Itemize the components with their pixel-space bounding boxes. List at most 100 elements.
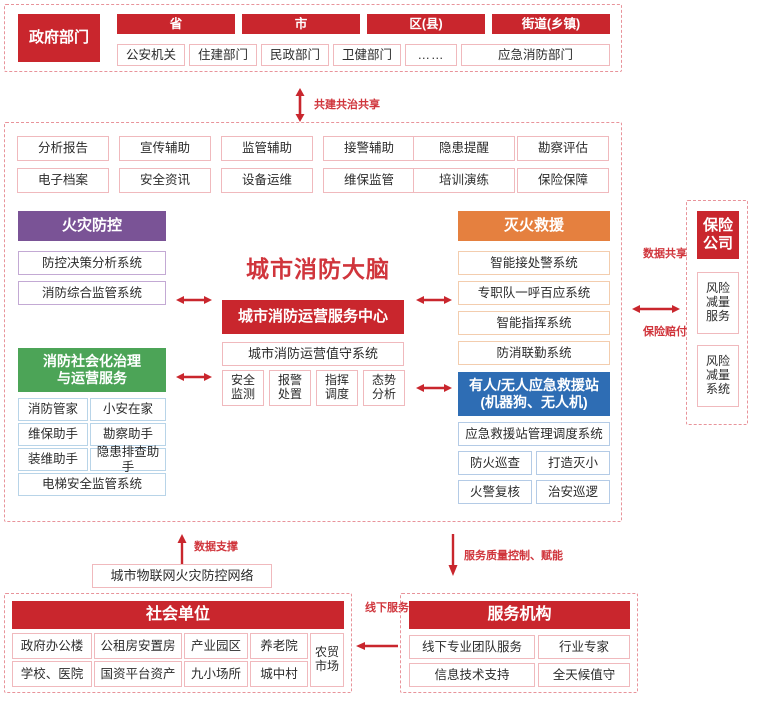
arrow-left-upper	[176, 296, 212, 304]
fire-fighting-header: 灭火救援	[458, 211, 610, 241]
social-governance-header-line1: 消防社会化治理	[43, 353, 141, 370]
label-payout-text: 保险赔付	[643, 326, 687, 338]
function-line1: 指挥	[324, 373, 349, 388]
capability-publicity-aid[interactable]: 宣传辅助	[119, 136, 211, 161]
gov-dept-civil-affairs[interactable]: 民政部门	[261, 44, 329, 66]
platform-section	[4, 122, 622, 522]
arrow-offline-service	[356, 642, 398, 650]
fire-fighting-item-joint-duty[interactable]: 防消联勤系统	[458, 341, 610, 365]
insurance-item-line3: 服务	[705, 308, 730, 323]
rescue-station-item-alarm-review[interactable]: 火警复核	[458, 480, 532, 504]
social-governance-item-maintenance-assistant[interactable]: 维保助手	[18, 423, 88, 446]
insurance-section	[686, 200, 748, 425]
insurance-item-risk-reduction-service[interactable]: 风险 减量 服务	[697, 272, 739, 334]
rescue-station-item-fire-patrol[interactable]: 防火巡查	[458, 451, 532, 475]
label-data-share-text: 数据共享	[643, 248, 687, 260]
gov-dept-emergency-fire[interactable]: 应急消防部门	[461, 44, 610, 66]
social-units-section	[4, 593, 352, 693]
gov-dept-public-security[interactable]: 公安机关	[117, 44, 185, 66]
service-org-it-support[interactable]: 信息技术支持	[409, 663, 535, 687]
function-line1: 报警	[277, 373, 302, 388]
social-unit-nursing-home[interactable]: 养老院	[250, 633, 308, 659]
label-gov-platform: 共建共治共享	[314, 99, 380, 111]
gov-dept-health[interactable]: 卫健部门	[333, 44, 401, 66]
rescue-station-item-small-fire[interactable]: 打造灭小	[536, 451, 610, 475]
function-line1: 态势	[371, 373, 396, 388]
service-org-24h-duty[interactable]: 全天候值守	[538, 663, 630, 687]
service-org-industry-expert[interactable]: 行业专家	[538, 635, 630, 659]
social-unit-industrial-park[interactable]: 产业园区	[184, 633, 248, 659]
rescue-station-item-management-system[interactable]: 应急救援站管理调度系统	[458, 422, 610, 446]
social-governance-item-hazard-assistant[interactable]: 隐患排查助手	[90, 445, 166, 474]
capability-analysis-report[interactable]: 分析报告	[17, 136, 109, 161]
label-offline-service: 线下服务	[357, 601, 409, 616]
arrow-right-lower	[416, 384, 452, 392]
capability-equipment-ops[interactable]: 设备运维	[221, 168, 313, 193]
function-line2: 调度	[324, 387, 349, 401]
insurance-header-line2: 公司	[702, 235, 733, 252]
government-label: 政府部门	[18, 14, 100, 62]
function-alarm-handling[interactable]: 报警 处置	[269, 370, 311, 406]
arrow-gov-platform	[295, 88, 305, 122]
capability-safety-news[interactable]: 安全资讯	[119, 168, 211, 193]
social-unit-farmers-market[interactable]: 农贸 市场	[310, 633, 344, 687]
arrow-data-support	[177, 534, 187, 564]
social-governance-header-line2: 与运营服务	[57, 370, 127, 386]
label-insurance-data-share: 数据共享	[630, 247, 687, 262]
fire-fighting-item-smart-alarm[interactable]: 智能接处警系统	[458, 251, 610, 275]
duty-system-box[interactable]: 城市消防运营值守系统	[222, 342, 404, 366]
gov-level-province[interactable]: 省	[117, 14, 235, 34]
rescue-station-header: 有人/无人应急救援站 (机器狗、无人机)	[458, 372, 610, 416]
gov-dept-ellipsis[interactable]: ……	[405, 44, 457, 66]
social-unit-state-assets[interactable]: 国资平台资产	[94, 661, 182, 687]
fire-fighting-item-smart-command[interactable]: 智能指挥系统	[458, 311, 610, 335]
farmers-market-line1: 农贸	[314, 645, 339, 660]
social-governance-item-survey-assistant[interactable]: 勘察助手	[90, 423, 166, 446]
capability-insurance-guarantee[interactable]: 保险保障	[517, 168, 609, 193]
gov-dept-housing[interactable]: 住建部门	[189, 44, 257, 66]
insurance-company-header: 保险 公司	[697, 211, 739, 259]
social-governance-header: 消防社会化治理 与运营服务	[18, 348, 166, 392]
capability-supervision-aid[interactable]: 监管辅助	[221, 136, 313, 161]
gov-level-city[interactable]: 市	[242, 14, 360, 34]
capability-survey-assessment[interactable]: 勘察评估	[517, 136, 609, 161]
fire-fighting-item-team-response[interactable]: 专职队一呼百应系统	[458, 281, 610, 305]
label-insurance-payout: 保险赔付	[630, 325, 687, 340]
gov-level-street[interactable]: 街道(乡镇)	[492, 14, 610, 34]
fire-prevention-item-supervision[interactable]: 消防综合监管系统	[18, 281, 166, 305]
fire-prevention-item-decision[interactable]: 防控决策分析系统	[18, 251, 166, 275]
rescue-station-item-security-patrol[interactable]: 治安巡逻	[536, 480, 610, 504]
social-unit-school-hospital[interactable]: 学校、医院	[12, 661, 92, 687]
social-governance-item-xiaoan-home[interactable]: 小安在家	[90, 398, 166, 421]
social-unit-urban-village[interactable]: 城中村	[250, 661, 308, 687]
capability-training-drill[interactable]: 培训演练	[413, 168, 515, 193]
iot-network-box[interactable]: 城市物联网火灾防控网络	[92, 564, 272, 588]
social-governance-item-install-assistant[interactable]: 装维助手	[18, 448, 88, 471]
farmers-market-line2: 市场	[314, 659, 339, 673]
social-unit-nine-small-places[interactable]: 九小场所	[184, 661, 248, 687]
social-governance-item-elevator-system[interactable]: 电梯安全监管系统	[18, 473, 166, 496]
function-command-dispatch[interactable]: 指挥 调度	[316, 370, 358, 406]
service-center-box[interactable]: 城市消防运营服务中心	[222, 300, 404, 334]
rescue-station-header-line1: 有人/无人应急救援站	[469, 377, 599, 394]
gov-level-district[interactable]: 区(县)	[367, 14, 485, 34]
arrow-insurance	[632, 305, 680, 313]
insurance-item-line2: 减量	[705, 368, 730, 383]
insurance-header-line1: 保险	[702, 217, 733, 234]
social-unit-gov-office[interactable]: 政府办公楼	[12, 633, 92, 659]
function-situation-analysis[interactable]: 态势 分析	[363, 370, 405, 406]
service-org-offline-team[interactable]: 线下专业团队服务	[409, 635, 535, 659]
function-line2: 监测	[230, 387, 255, 401]
function-line2: 处置	[277, 387, 302, 401]
function-safety-monitoring[interactable]: 安全 监测	[222, 370, 264, 406]
label-service-quality: 服务质量控制、赋能	[464, 550, 563, 562]
social-governance-item-fire-butler[interactable]: 消防管家	[18, 398, 88, 421]
capability-alarm-aid[interactable]: 接警辅助	[323, 136, 415, 161]
capability-maintenance-supervision[interactable]: 维保监管	[323, 168, 415, 193]
social-unit-public-housing[interactable]: 公租房安置房	[94, 633, 182, 659]
capability-e-archive[interactable]: 电子档案	[17, 168, 109, 193]
insurance-item-risk-reduction-system[interactable]: 风险 减量 系统	[697, 345, 739, 407]
service-org-header: 服务机构	[409, 601, 630, 629]
function-line2: 分析	[371, 387, 396, 401]
capability-hazard-reminder[interactable]: 隐患提醒	[413, 136, 515, 161]
